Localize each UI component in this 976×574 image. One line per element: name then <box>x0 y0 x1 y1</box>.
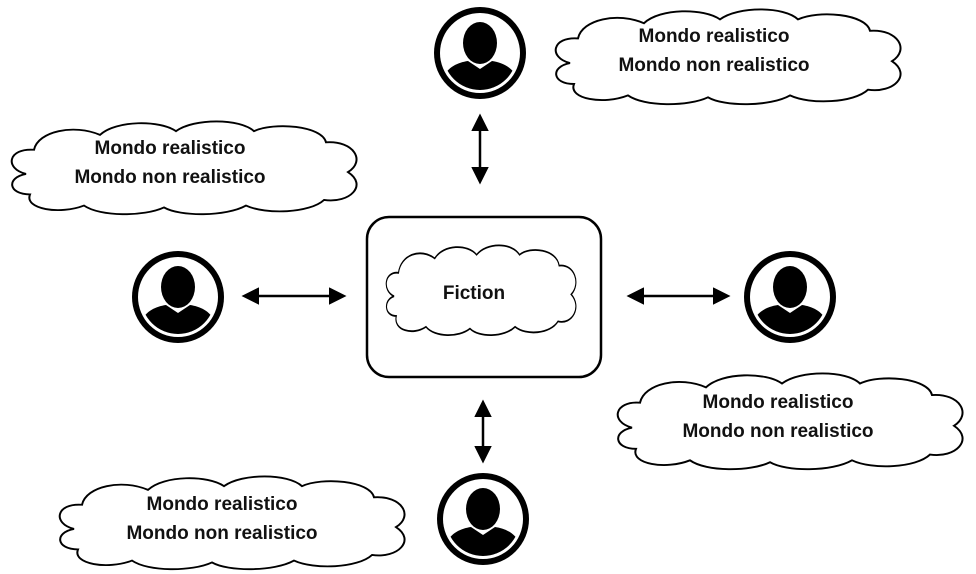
person-right-avatar-icon <box>744 251 836 343</box>
person-top-avatar-icon <box>434 7 526 99</box>
cloud-lower-right-line1: Mondo realistico <box>703 392 854 413</box>
cloud-bottom-left-line2: Mondo non realistico <box>126 523 317 544</box>
cloud-top-right-line2: Mondo non realistico <box>618 55 809 76</box>
person-bottom-avatar-icon <box>437 473 529 565</box>
person-left-avatar-icon <box>132 251 224 343</box>
cloud-lower-right-line2: Mondo non realistico <box>682 421 873 442</box>
cloud-bottom-left-line1: Mondo realistico <box>147 494 298 515</box>
cloud-top-right-line1: Mondo realistico <box>639 26 790 47</box>
cloud-upper-left-line2: Mondo non realistico <box>74 167 265 188</box>
fiction-label: Fiction <box>443 283 505 304</box>
cloud-upper-left-line1: Mondo realistico <box>95 138 246 159</box>
